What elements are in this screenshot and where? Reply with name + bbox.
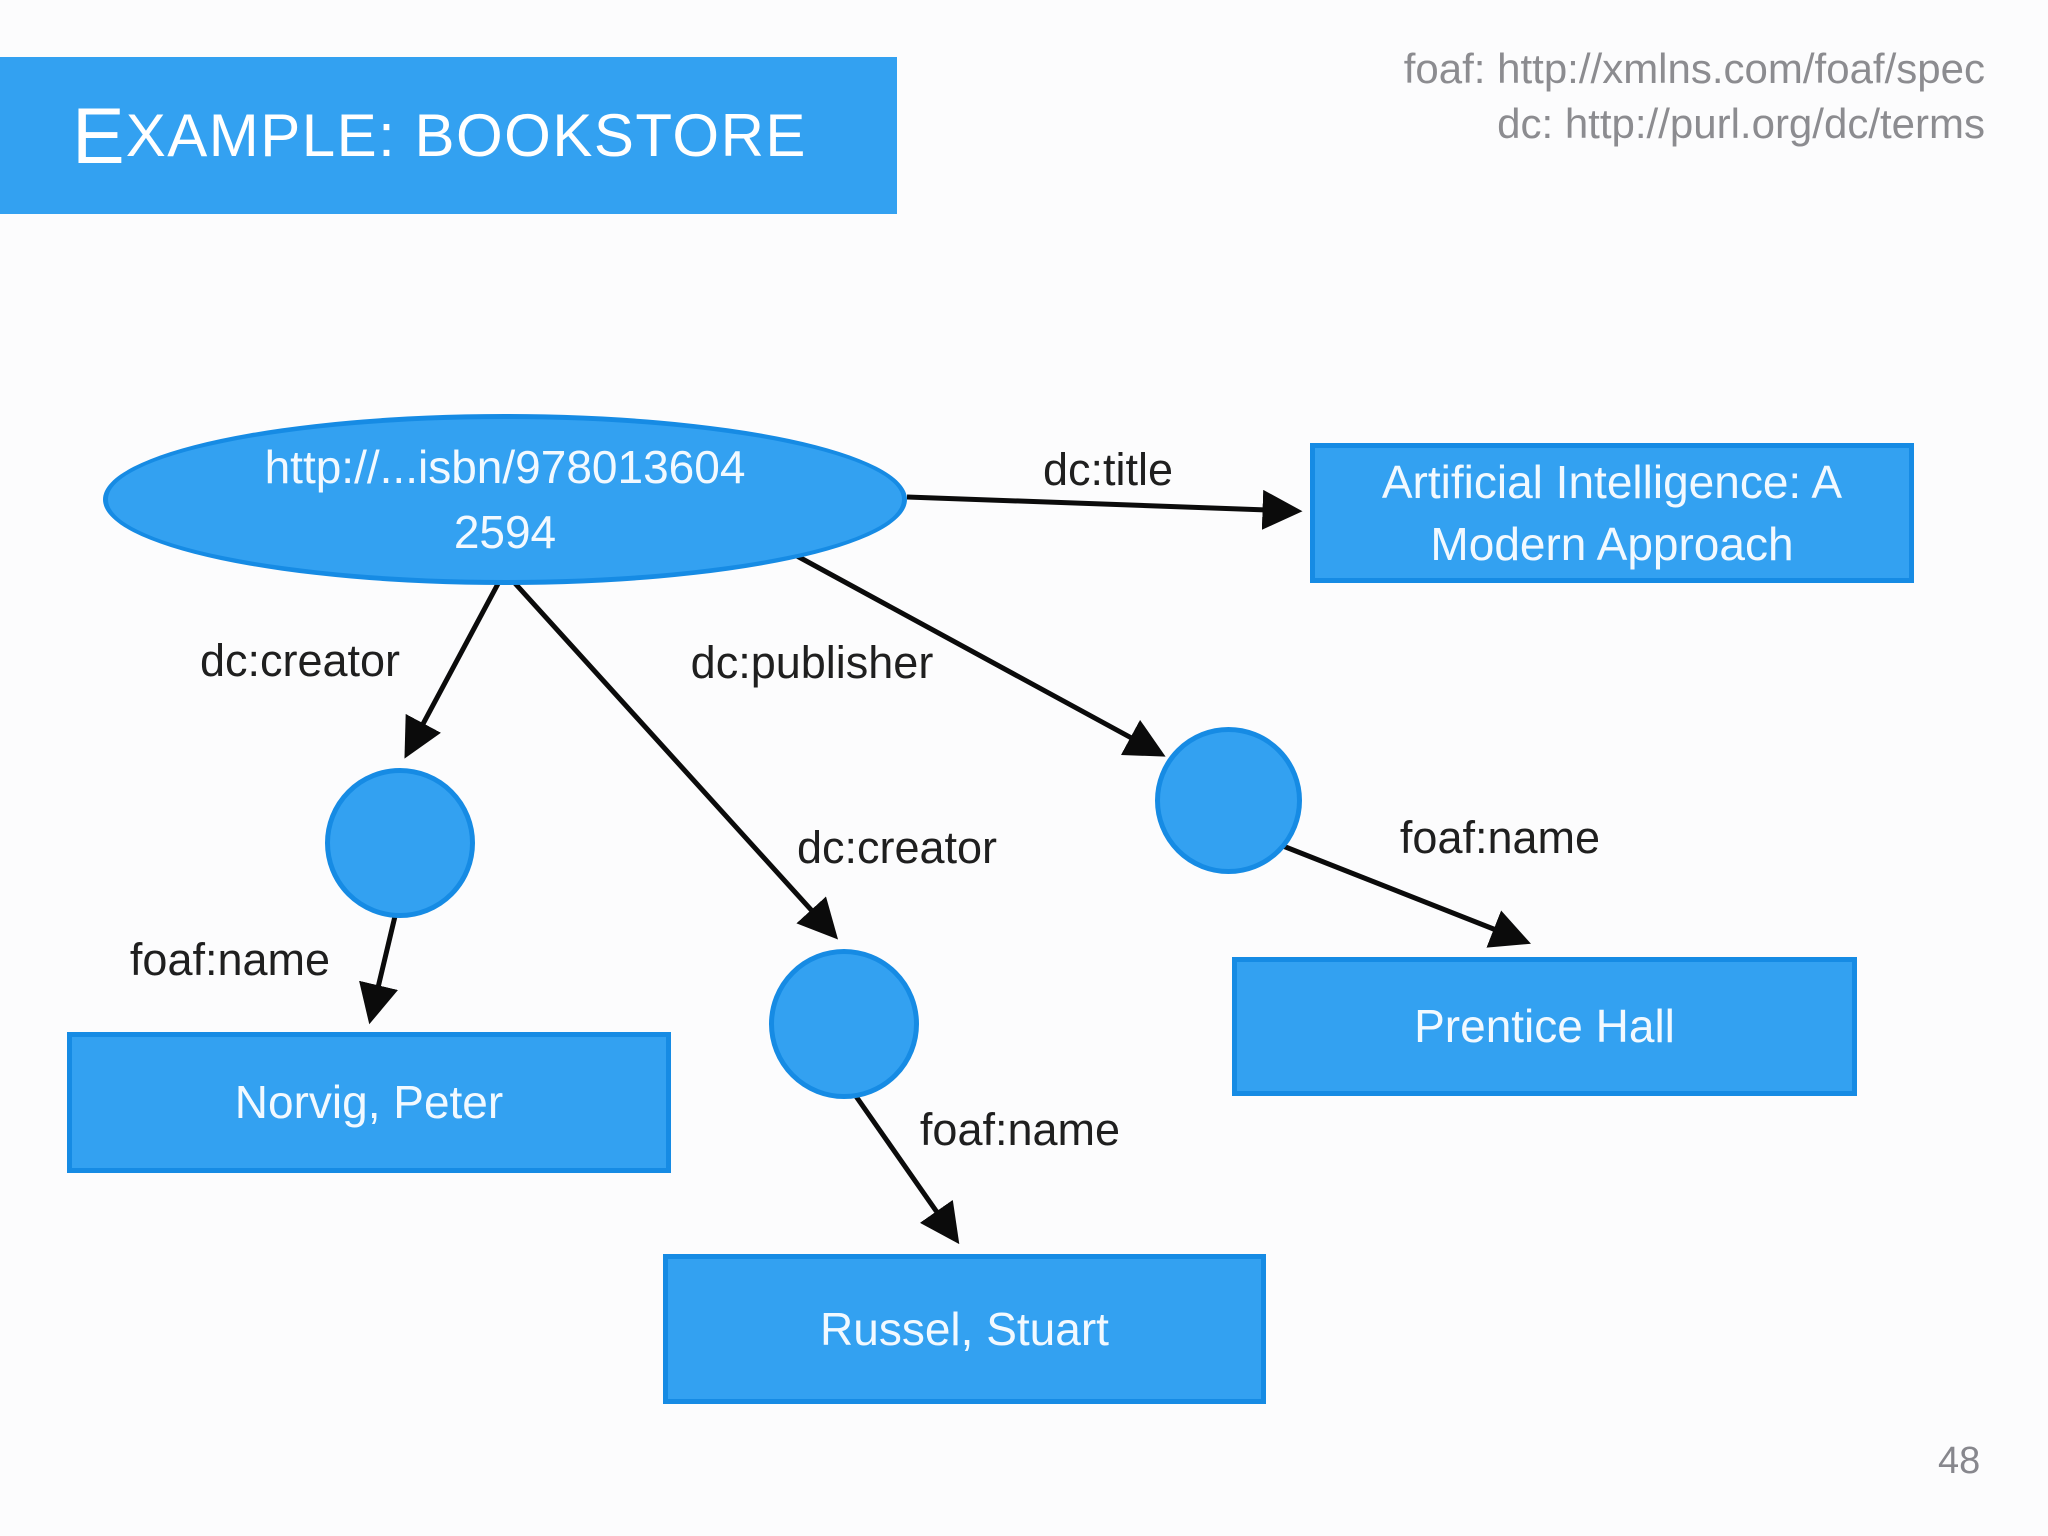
edge-label-dc-publisher: dc:publisher <box>690 637 934 688</box>
edge-label-dc-title: dc:title <box>1042 444 1174 495</box>
namespace-dc: dc: http://purl.org/dc/terms <box>1497 99 1985 147</box>
uri-line2: 2594 <box>453 505 557 558</box>
page-number: 48 <box>1938 1440 1981 1482</box>
blank-node-creator2 <box>769 949 919 1099</box>
edge-label-dc-creator-left: dc:creator <box>199 635 401 686</box>
literal-creator2-name: Russel, Stuart <box>663 1254 1266 1404</box>
uri-subject-node: http://...isbn/978013604 2594 <box>103 414 907 585</box>
dc-title-arrow <box>906 489 1303 530</box>
dc-creator-mid-arrow <box>510 578 839 940</box>
edge-label-foaf-name-right: foaf:name <box>1399 812 1601 863</box>
literal-publisher-name: Prentice Hall <box>1232 957 1857 1096</box>
edge-label-foaf-name-mid: foaf:name <box>919 1104 1121 1155</box>
namespace-foaf: foaf: http://xmlns.com/foaf/spec <box>1403 45 1985 92</box>
edge-label-dc-creator-mid: dc:creator <box>796 822 998 873</box>
edge-label-foaf-name-left: foaf:name <box>129 934 331 985</box>
foaf-name-left-arrow <box>359 911 399 1025</box>
uri-line1: http://...isbn/978013604 <box>264 441 746 494</box>
page-title: XAMPLE: BOOKSTORE <box>125 101 807 169</box>
page-title-initial: E <box>72 91 126 180</box>
literal-book-title: Artificial Intelligence: A Modern Approa… <box>1310 443 1914 583</box>
blank-node-creator1 <box>325 768 475 918</box>
namespace-note: foaf: http://xmlns.com/foaf/spec dc: htt… <box>1404 42 1985 151</box>
literal-creator1-name: Norvig, Peter <box>67 1032 671 1173</box>
dc-creator-left-arrow <box>404 578 503 759</box>
blank-node-publisher <box>1155 727 1302 874</box>
